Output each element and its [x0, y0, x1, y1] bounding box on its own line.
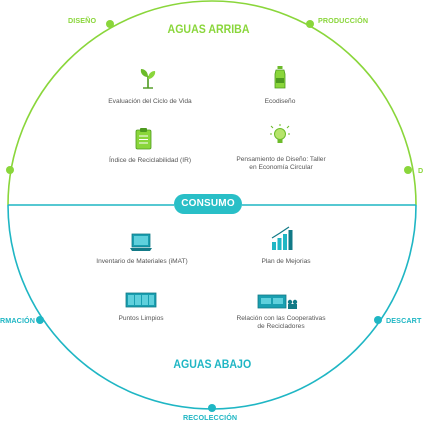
- ring-label-design: DISEÑO: [68, 16, 97, 25]
- item-recycler-cooperatives: Relación con las Cooperativas de Recicla…: [216, 315, 346, 331]
- ring-label-discard: DESCART: [386, 316, 422, 325]
- section-title-upstream: AGUAS ARRIBA: [167, 24, 250, 36]
- node-left-green: [6, 166, 14, 174]
- node-production: [306, 20, 314, 28]
- node-design: [106, 20, 114, 28]
- ring-label-production: PRODUCCIÓN: [318, 16, 369, 25]
- upper-arc: [7, 0, 417, 206]
- node-discard: [374, 316, 382, 324]
- item-clean-points: Puntos Limpios: [118, 315, 164, 322]
- item-design-thinking-line2: en Economía Circular: [249, 164, 313, 171]
- item-recycler-cooperatives-line2: de Recicladores: [257, 323, 305, 330]
- item-materials-inventory: Inventario de Materiales (iMAT): [96, 258, 188, 265]
- ring-label-formation: RMACIÓN: [0, 316, 36, 325]
- item-improvement-plan: Plan de Mejorias: [261, 258, 311, 265]
- consumption-pill: CONSUMO: [174, 194, 242, 214]
- item-design-thinking-line1: Pensamiento de Diseño: Taller: [236, 156, 326, 163]
- lower-arc: [7, 204, 417, 410]
- clipboard-icon: [135, 128, 152, 150]
- node-formation: [36, 316, 44, 324]
- node-collection: [208, 404, 216, 412]
- laptop-icon: [130, 233, 152, 251]
- item-recyclability-index: Índice de Reciclabilidad (IR): [108, 157, 192, 164]
- bottle-icon: [274, 66, 286, 89]
- item-recycler-cooperatives-line1: Relación con las Cooperativas: [236, 315, 326, 322]
- ring-label-collection: RECOLECCIÓN: [183, 413, 238, 422]
- lightbulb-icon: [270, 124, 290, 143]
- ring-label-right-cut: D: [418, 166, 424, 175]
- item-ecodesign: Ecodiseño: [264, 98, 296, 105]
- sprout-icon: [140, 69, 156, 89]
- growth-chart-icon: [271, 226, 293, 250]
- recycling-bins-icon: [125, 292, 157, 308]
- item-design-thinking: Pensamiento de Diseño: Taller en Economí…: [216, 156, 346, 172]
- section-title-downstream: AGUAS ABAJO: [173, 359, 252, 371]
- cooperative-icon: [257, 294, 298, 309]
- item-life-cycle-assessment: Evaluación del Ciclo de Vida: [108, 98, 192, 105]
- node-right: [404, 166, 412, 174]
